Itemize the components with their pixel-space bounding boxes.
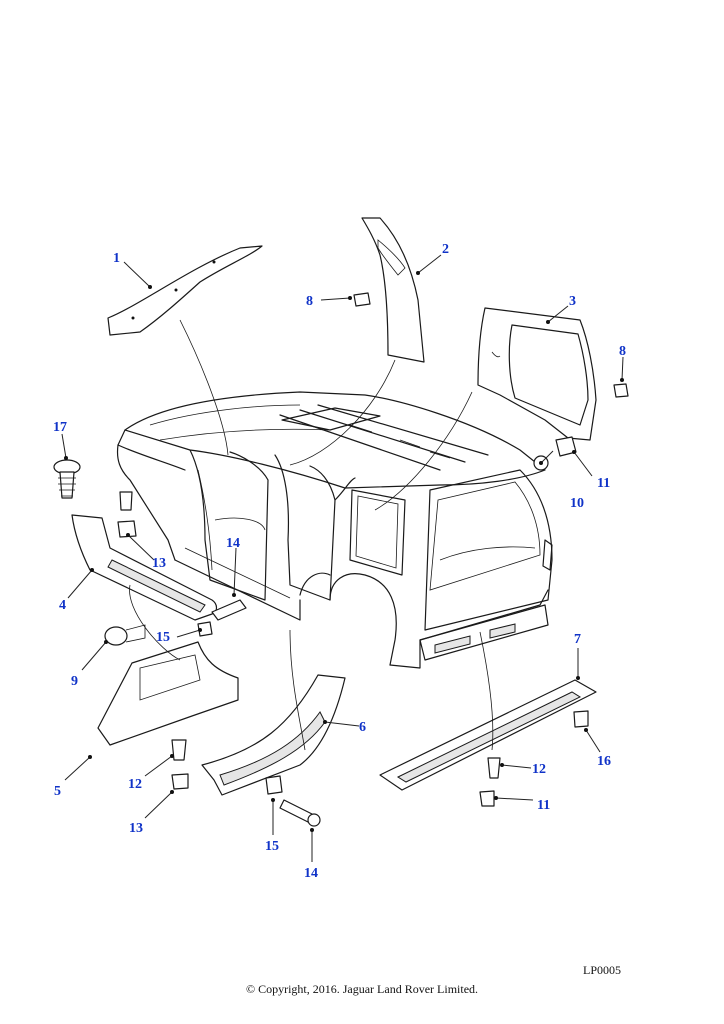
callout-14-upper: 14 (226, 536, 240, 551)
callout-16: 16 (597, 754, 611, 769)
part-5-lower-trim (97, 641, 239, 746)
part-6-rear-sill-trim (201, 674, 346, 796)
part-13-clip-upper (117, 520, 137, 538)
callout-5: 5 (54, 784, 61, 799)
screw-lower (171, 739, 187, 761)
copyright-notice: © Copyright, 2016. Jaguar Land Rover Lim… (245, 982, 479, 996)
part-14-screw-upper (211, 599, 247, 621)
fixing-hole (212, 260, 216, 264)
part-1-pillar-trim (107, 245, 263, 336)
part-16-clip (573, 710, 589, 728)
part-12-screw-right (487, 757, 501, 779)
callout-6: 6 (359, 720, 366, 735)
part-14-screw-lower (279, 799, 313, 823)
clip-8-left (353, 292, 371, 307)
part-15-clip-lower (265, 775, 283, 795)
callout-15-upper: 15 (156, 630, 170, 645)
callout-14-lower: 14 (304, 866, 318, 881)
part-2-pillar-trim (361, 217, 425, 363)
callout-1: 1 (113, 251, 120, 266)
callout-12-right: 12 (532, 762, 546, 777)
callout-9: 9 (71, 674, 78, 689)
leader-dots (64, 271, 624, 832)
part-11-clip-lower (479, 790, 495, 807)
callout-7: 7 (574, 632, 581, 647)
callout-11-lower: 11 (537, 798, 550, 813)
part-9-push-button (104, 626, 128, 646)
callout-15-lower: 15 (265, 839, 279, 854)
callout-13-upper: 13 (152, 556, 166, 571)
screw-upper (119, 491, 133, 511)
callout-8-left: 8 (306, 294, 313, 309)
callouts: 1 2 3 4 5 6 7 8 8 9 10 11 11 12 12 13 13… (53, 242, 626, 881)
part-13-clip-lower (171, 773, 189, 790)
clip-8-right (613, 383, 629, 398)
callout-11-upper: 11 (597, 476, 610, 491)
callout-17: 17 (53, 420, 67, 435)
part-17-screw (53, 459, 81, 499)
fixing-hole (131, 316, 135, 320)
reference-code: LP0005 (583, 963, 622, 977)
callout-10: 10 (570, 496, 584, 511)
callout-13-lower: 13 (129, 821, 143, 836)
callout-8-right: 8 (619, 344, 626, 359)
leader-lines (61, 254, 624, 862)
fixing-hole (174, 288, 178, 292)
vehicle-body (116, 391, 553, 669)
callout-12-left: 12 (128, 777, 142, 792)
callout-3: 3 (569, 294, 576, 309)
callout-4: 4 (59, 598, 66, 613)
part-15-clip-upper (197, 621, 213, 637)
callout-2: 2 (442, 242, 449, 257)
